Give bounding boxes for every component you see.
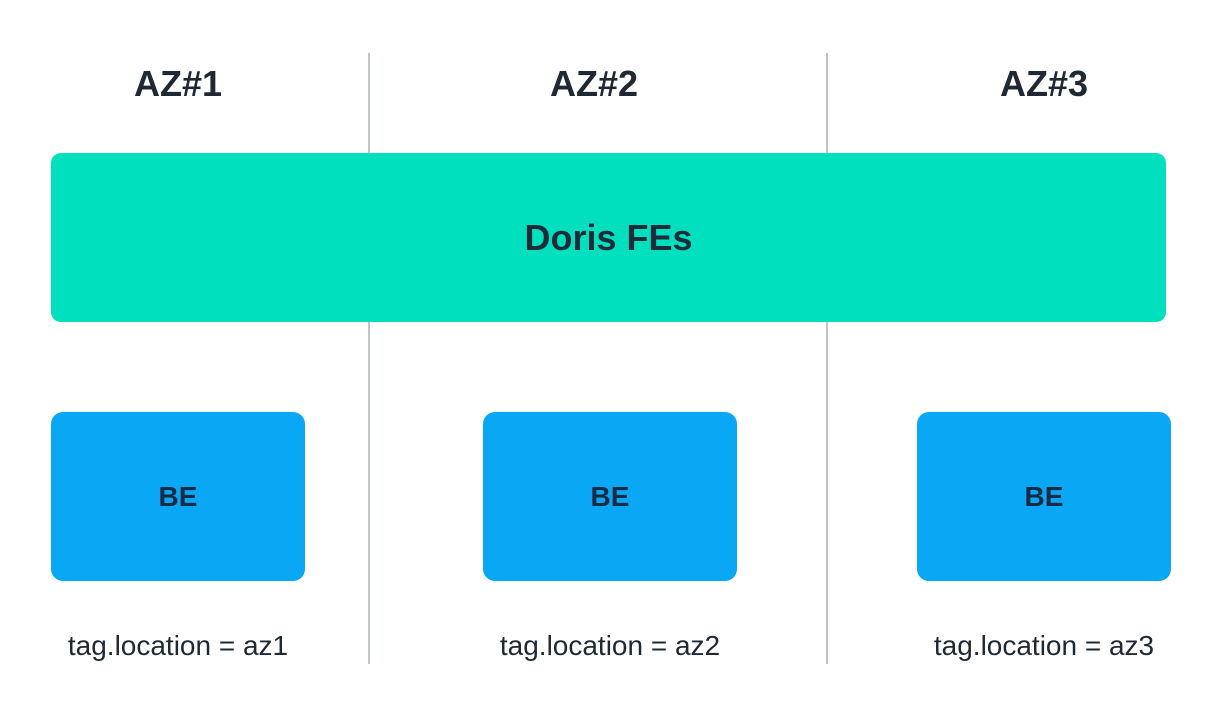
- be-node-az1: BE: [51, 412, 305, 581]
- zone-divider-2: [826, 53, 828, 664]
- tag-location-az1: tag.location = az1: [67, 630, 289, 661]
- doris-fe-label: Doris FEs: [524, 216, 693, 258]
- zone-title-az2: AZ#2: [549, 63, 639, 104]
- be-node-az3: BE: [917, 412, 1171, 581]
- tag-location-az3: tag.location = az3: [933, 630, 1155, 661]
- zone-title-az1: AZ#1: [133, 63, 223, 104]
- zone-divider-1: [368, 53, 370, 664]
- be-node-label: BE: [158, 480, 198, 512]
- tag-location-az2: tag.location = az2: [499, 630, 721, 661]
- doris-fe-block: Doris FEs: [51, 153, 1166, 322]
- zone-title-az3: AZ#3: [999, 63, 1089, 104]
- be-node-label: BE: [1024, 480, 1064, 512]
- be-node-az2: BE: [483, 412, 737, 581]
- be-node-label: BE: [590, 480, 630, 512]
